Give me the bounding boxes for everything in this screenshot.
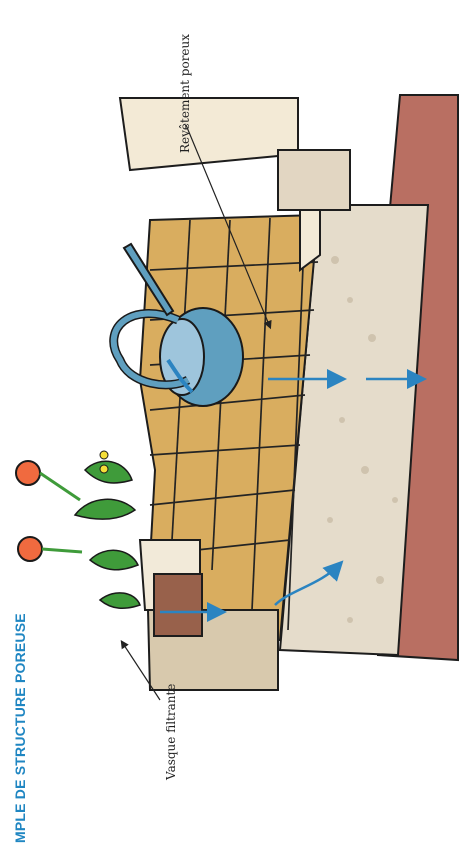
planter-soil [154, 574, 202, 636]
tulip-icon [16, 461, 82, 561]
plant-leaves [75, 461, 140, 608]
curb-block [278, 150, 350, 210]
flower-bud [100, 465, 108, 473]
flower-bud [100, 451, 108, 459]
porous-surface-label: Revêtement poreux [178, 34, 192, 153]
filter-basin-label: Vasque filtrante [164, 684, 178, 780]
diagram-title: MPLE DE STRUCTURE POREUSE [12, 613, 28, 843]
